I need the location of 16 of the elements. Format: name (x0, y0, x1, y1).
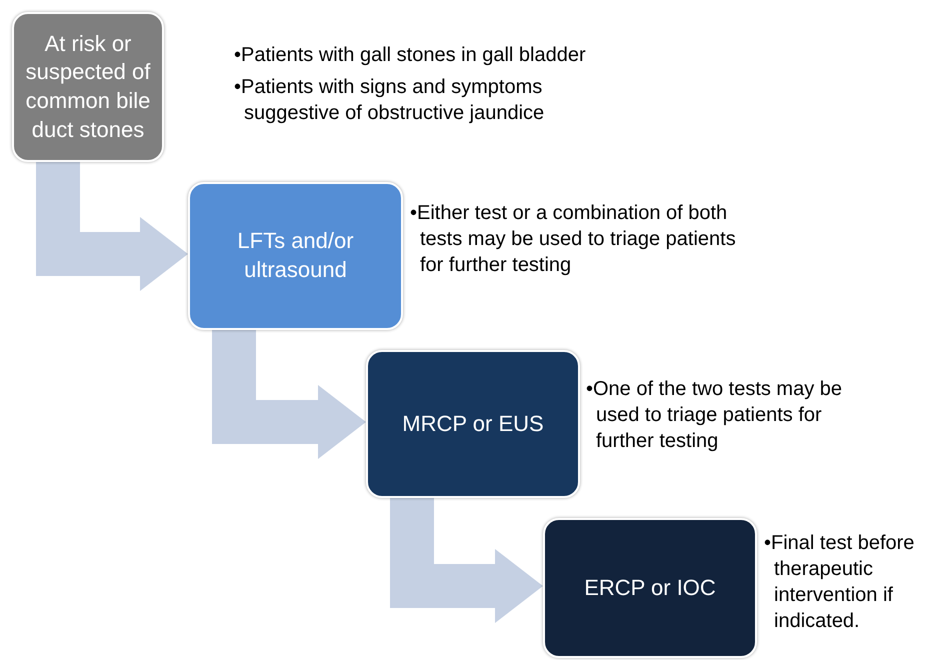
process-box (12, 12, 164, 162)
bent-arrow (390, 498, 543, 623)
bullet-note: •Either test or a combination of both tests may be used to triage patients for further testing (410, 201, 737, 278)
bullet-note: •Final test before therapeutic intervention if indicated. (764, 531, 916, 634)
process-box (543, 518, 757, 658)
process-box (188, 182, 403, 330)
bent-arrow (36, 162, 188, 291)
box-label: LFTs and/or ultrasound (236, 227, 355, 284)
box-label: At risk or suspected of common bile duct stones (24, 30, 152, 144)
bullet-note: •Patients with signs and symptoms suggestive of obstructive jaundice (234, 75, 546, 126)
process-box (366, 350, 580, 498)
bullet-note: •One of the two tests may be used to triage patients for further testing (586, 377, 844, 454)
box-label: MRCP or EUS (402, 410, 544, 438)
bullet-note: •Patients with gall stones in gall bladder (234, 43, 587, 68)
bent-arrow (212, 330, 366, 459)
box-label: ERCP or IOC (584, 574, 716, 602)
